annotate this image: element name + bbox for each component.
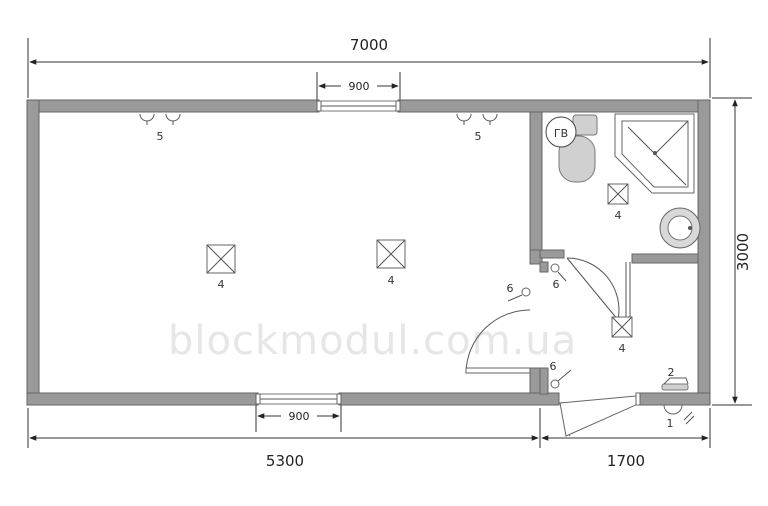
window-top-label: 900	[349, 80, 370, 93]
marker-4-label: 4	[619, 342, 626, 355]
switch-1: 6	[507, 282, 531, 302]
window-bottom	[255, 393, 342, 405]
window-top	[316, 100, 401, 112]
marker-6-label: 6	[550, 360, 557, 373]
shower-cabin	[614, 113, 695, 194]
marker-2-label: 2	[668, 366, 675, 379]
door-entrance	[559, 392, 641, 437]
light-fixture-1: 4	[206, 244, 236, 291]
socket-2: 5	[456, 113, 498, 143]
outdoor-lamp: 1	[663, 404, 695, 430]
door-bathroom	[566, 257, 620, 321]
toilet	[558, 114, 598, 183]
door-main-room	[465, 309, 531, 374]
dimension-window-bottom: 900	[255, 404, 342, 432]
dimension-side-block: 1700	[541, 408, 711, 470]
water-heater-label: ГВ	[554, 127, 568, 140]
marker-5-label: 5	[157, 130, 164, 143]
marker-4-label: 4	[218, 278, 225, 291]
total-length-label: 7000	[350, 36, 388, 54]
light-fixture-4: 4	[611, 316, 633, 355]
marker-1-label: 1	[667, 417, 674, 430]
marker-4-label: 4	[615, 209, 622, 222]
dimension-main-room: 5300	[27, 408, 541, 470]
window-bottom-label: 900	[289, 410, 310, 423]
marker-5-label: 5	[475, 130, 482, 143]
light-fixture-3: 4	[607, 183, 629, 222]
light-fixture-2: 4	[376, 239, 406, 287]
marker-6-label: 6	[553, 278, 560, 291]
water-heater: ГВ	[545, 116, 577, 148]
outer-walls	[26, 99, 711, 406]
socket-1: 5	[139, 113, 181, 143]
watermark: blockmodul.com.ua	[168, 318, 577, 364]
total-width-label: 3000	[734, 233, 752, 271]
marker-6-label: 6	[507, 282, 514, 295]
side-block-length-label: 1700	[607, 452, 645, 470]
washbasin	[659, 207, 701, 249]
switch-2: 6	[550, 263, 567, 291]
main-room-length-label: 5300	[266, 452, 304, 470]
marker-4-label: 4	[388, 274, 395, 287]
heater: 2	[661, 366, 689, 391]
dimension-window-top: 900	[316, 72, 401, 102]
dimension-total-width: 3000	[712, 97, 752, 406]
switch-3: 6	[550, 360, 572, 389]
dimension-total-length: 7000	[27, 36, 711, 98]
